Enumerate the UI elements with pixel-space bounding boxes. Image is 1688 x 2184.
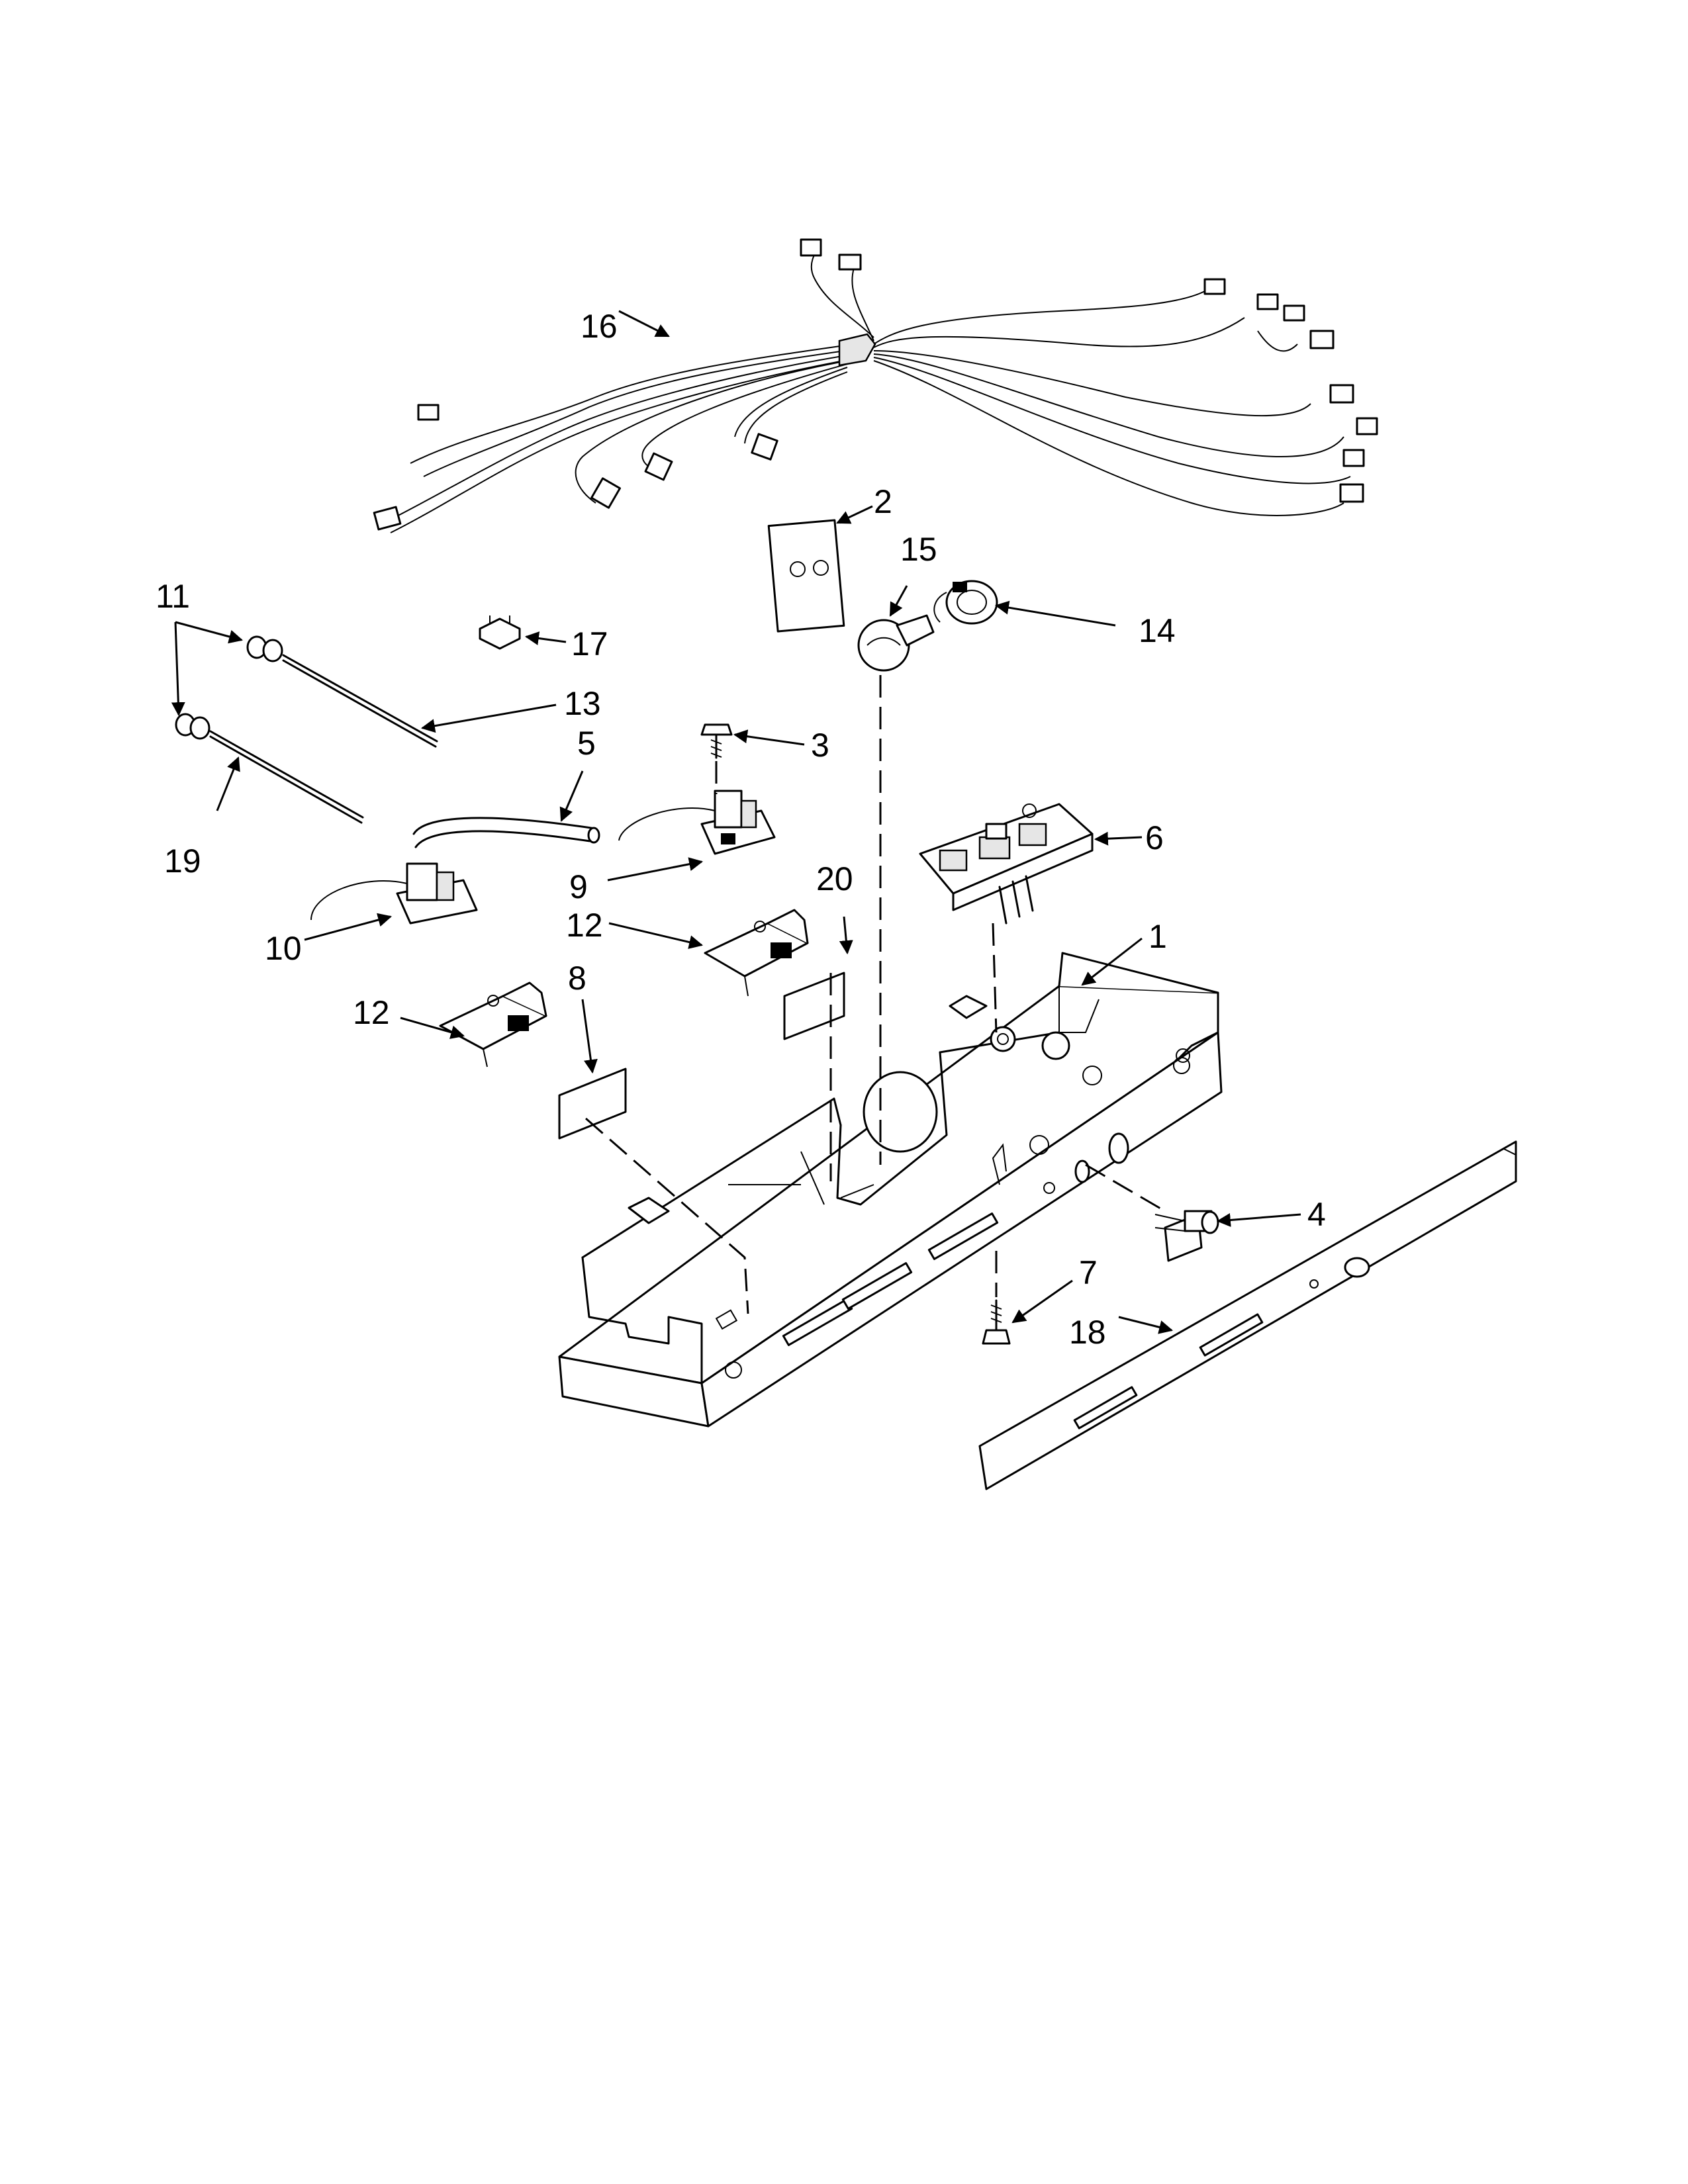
hose [412, 817, 600, 848]
label-20 [783, 972, 845, 1040]
callout-7: 7 [1079, 1254, 1098, 1291]
assembly-lines [585, 675, 1166, 1314]
foam-pad [767, 519, 845, 633]
light-switch [1154, 1210, 1219, 1262]
callout-8: 8 [568, 960, 586, 997]
callout-10: 10 [265, 930, 302, 967]
wire-harness [373, 238, 1378, 533]
callout-1: 1 [1149, 918, 1167, 955]
valve-upper [618, 790, 776, 855]
valve-bracket-upper [704, 909, 809, 997]
callout-numbers: 1 2 3 4 5 6 7 8 9 10 11 12 12 13 14 15 1… [156, 308, 1326, 1351]
callout-19: 19 [164, 842, 201, 880]
callout-14: 14 [1139, 612, 1176, 649]
callout-13: 13 [564, 685, 601, 722]
callout-16: 16 [581, 308, 618, 345]
callout-12a: 12 [566, 907, 603, 944]
valve-bracket-lower [439, 981, 547, 1068]
callout-4: 4 [1307, 1196, 1326, 1233]
callout-15: 15 [900, 531, 937, 568]
callout-20: 20 [816, 860, 853, 897]
screw-bottom [982, 1299, 1011, 1345]
harness-connector [373, 238, 1378, 531]
callout-9: 9 [569, 868, 588, 905]
light-bulb [857, 614, 935, 672]
valve-lower [310, 862, 478, 925]
callout-18: 18 [1069, 1314, 1106, 1351]
control-overlay [978, 1140, 1517, 1490]
callout-3: 3 [811, 727, 829, 764]
callout-11: 11 [156, 578, 190, 615]
callout-leaders [171, 310, 1301, 1334]
callout-2: 2 [874, 483, 892, 520]
label-8 [558, 1068, 627, 1140]
wire-clip [479, 615, 521, 650]
fill-tube-lower [175, 713, 364, 824]
callout-6: 6 [1145, 819, 1164, 856]
callout-12b: 12 [353, 994, 390, 1031]
lamp-socket [933, 580, 998, 625]
control-housing [558, 952, 1223, 1428]
callout-5: 5 [577, 725, 596, 762]
control-board [919, 803, 1094, 925]
fill-tube-upper [246, 635, 438, 748]
screw-top [700, 723, 733, 759]
callout-17: 17 [571, 625, 608, 662]
